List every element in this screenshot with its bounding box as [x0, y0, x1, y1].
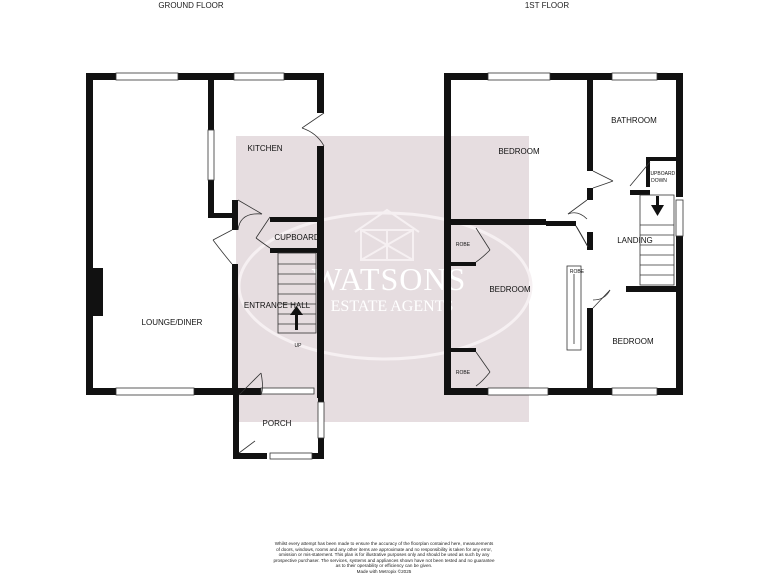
kitchen-label: KITCHEN	[247, 144, 282, 153]
watermark: WATSONS ESTATE AGENTS	[236, 136, 533, 422]
bedroom-2-label: BEDROOM	[489, 285, 531, 294]
landing-label: LANDING	[617, 236, 653, 245]
disclaimer-line: prospective purchaser. The services, sys…	[273, 557, 495, 563]
disclaimer-line: as to their operability or efficiency ca…	[335, 563, 433, 569]
bedroom-1-label: BEDROOM	[498, 147, 540, 156]
stairs-up-label: UP	[295, 343, 303, 349]
first-floor-title: 1ST FLOOR	[525, 1, 570, 10]
bedroom-3-label: BEDROOM	[612, 337, 654, 346]
bathroom-label: BATHROOM	[611, 116, 657, 125]
disclaimer-line: of doors, windows, rooms and any other i…	[276, 546, 492, 552]
ground-floor-plan	[86, 72, 325, 460]
cupboard-down-label: CUPBOARD	[647, 171, 676, 177]
entrance-hall-label: ENTRANCE HALL	[244, 301, 311, 310]
disclaimer-line: omission or mis-statement. This plan is …	[278, 552, 490, 558]
first-floor-plan	[444, 72, 684, 396]
porch-label: PORCH	[263, 419, 292, 428]
disclaimer-line: Made with Metropix ©2025	[356, 568, 412, 574]
disclaimer-text: Whilst every attempt has been made to en…	[0, 541, 768, 575]
watermark-line-1: WATSONS	[312, 261, 467, 297]
watermark-line-2: ESTATE AGENTS	[331, 298, 454, 315]
ground-floor-title: GROUND FLOOR	[158, 1, 224, 10]
lounge-diner-label: LOUNGE/DINER	[142, 318, 203, 327]
down-label: DOWN	[651, 178, 667, 184]
stairs-down-arrow-icon	[651, 196, 664, 216]
cupboard-label: CUPBOARD	[274, 233, 320, 242]
disclaimer-line: Whilst every attempt has been made to en…	[274, 541, 494, 546]
robe-1-label: ROBE	[456, 242, 471, 248]
stairs-up-arrow-icon	[290, 306, 303, 330]
house-logo-icon	[354, 208, 420, 261]
staircase-first-floor	[639, 194, 675, 286]
robe-3-label: ROBE	[456, 370, 471, 376]
robe-2-label: ROBE	[570, 269, 585, 275]
